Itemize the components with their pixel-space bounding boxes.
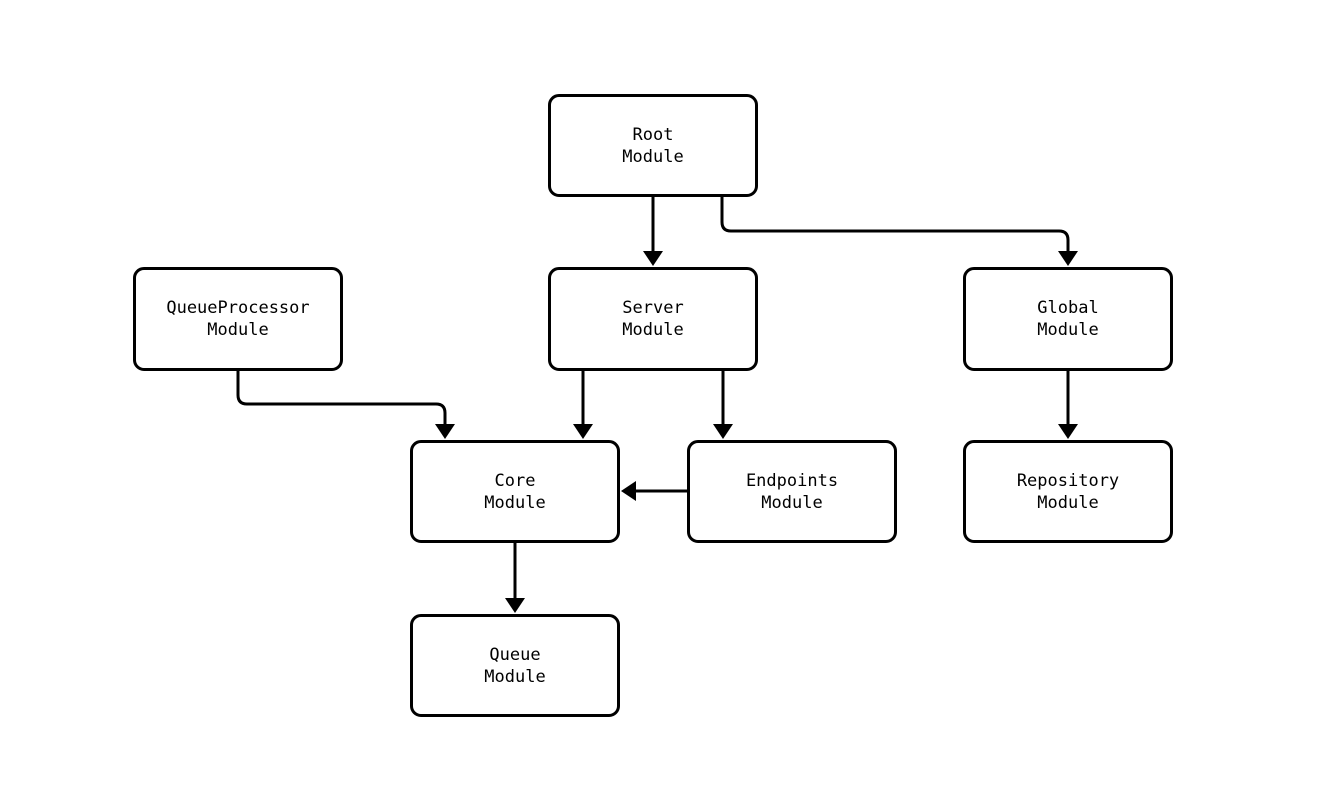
node-label-line1: Endpoints [745, 470, 839, 491]
root-module-node[interactable]: Root Module [548, 94, 758, 197]
arrowhead-icon [1058, 251, 1078, 266]
endpoints-module-node[interactable]: Endpoints Module [687, 440, 897, 543]
server-module-node[interactable]: Server Module [548, 267, 758, 371]
node-label-line1: Global [1037, 298, 1099, 318]
node-label-line1: Server [622, 298, 684, 318]
global-module-node[interactable]: Global Module [963, 267, 1173, 371]
arrowhead-icon [621, 481, 636, 501]
node-label-line2: Module [622, 320, 684, 340]
node-label-line1: Repository [1016, 470, 1120, 491]
arrowhead-icon [1058, 424, 1078, 439]
edge-queueprocessor-to-core [236, 371, 455, 439]
edge-root-to-server [643, 197, 663, 266]
edge-global-to-repository [1058, 371, 1078, 439]
edge-core-to-queue [505, 543, 525, 613]
node-label-line1: QueueProcessor [166, 298, 310, 318]
node-label-line2: Module [1037, 492, 1099, 513]
edge-root-to-global [720, 197, 1078, 266]
arrowhead-icon [713, 424, 733, 439]
edge-server-to-core [573, 371, 593, 439]
edge-server-to-endpoints [713, 371, 733, 439]
arrowhead-icon [505, 598, 525, 613]
node-label-line2: Module [484, 492, 546, 513]
queueprocessor-module-node[interactable]: QueueProcessor Module [133, 267, 343, 371]
node-label-line2: Module [207, 320, 269, 340]
node-label-line1: Root [632, 124, 674, 145]
node-label-line1: Core [494, 470, 536, 491]
arrowhead-icon [573, 424, 593, 439]
arrowhead-icon [435, 424, 455, 439]
repository-module-node[interactable]: Repository Module [963, 440, 1173, 543]
node-label-line2: Module [761, 492, 823, 513]
node-label-line2: Module [1037, 320, 1099, 340]
arrowhead-icon [643, 251, 663, 266]
core-module-node[interactable]: Core Module [410, 440, 620, 543]
node-label-line1: Queue [489, 644, 541, 665]
node-label-line2: Module [622, 146, 684, 167]
edge-endpoints-to-core [621, 481, 687, 501]
node-label-line2: Module [484, 666, 546, 687]
queue-module-node[interactable]: Queue Module [410, 614, 620, 717]
